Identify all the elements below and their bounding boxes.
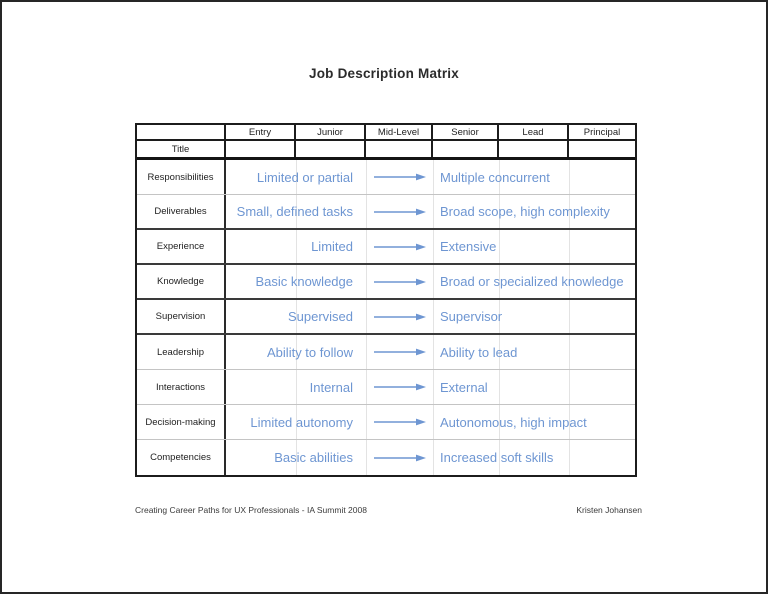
to-value: Extensive	[440, 239, 497, 254]
empty-cell	[569, 141, 635, 157]
row-label: Responsibilities	[137, 160, 226, 194]
arrow-right-icon	[366, 440, 433, 475]
table-row-knowledge: Knowledge Basic knowledge Broad or speci…	[137, 265, 635, 300]
from-value: Limited or partial	[256, 169, 353, 185]
from-value: Ability to follow	[267, 344, 353, 360]
to-value: Multiple concurrent	[440, 169, 550, 185]
arrow-right-icon	[366, 195, 433, 228]
table-row-leadership: Leadership Ability to follow Ability to …	[137, 335, 635, 370]
to-value: External	[440, 379, 488, 395]
column-separator	[366, 160, 367, 475]
from-value: Limited	[311, 239, 353, 254]
row-label: Supervision	[137, 300, 226, 333]
column-separator	[569, 160, 570, 475]
from-value: Basic knowledge	[255, 274, 353, 289]
title-row: Title	[137, 141, 635, 160]
job-description-matrix-table: Entry Junior Mid-Level Senior Lead Princ…	[135, 123, 637, 477]
table-body: Responsibilities Limited or partial Mult…	[137, 160, 635, 475]
footer: Creating Career Paths for UX Professiona…	[135, 505, 642, 515]
row-label-title: Title	[137, 141, 226, 157]
row-label: Experience	[137, 230, 226, 263]
column-header-senior: Senior	[433, 125, 499, 139]
corner-cell	[137, 125, 226, 139]
column-separator	[296, 160, 297, 475]
empty-cell	[366, 141, 433, 157]
row-label: Leadership	[137, 335, 226, 369]
column-separator	[433, 160, 434, 475]
footer-presentation-title: Creating Career Paths for UX Professiona…	[135, 505, 367, 515]
to-value: Ability to lead	[440, 344, 518, 360]
table-row-supervision: Supervision Supervised Supervisor	[137, 300, 635, 335]
to-value: Supervisor	[440, 309, 503, 324]
to-value: Increased soft skills	[440, 450, 554, 465]
from-value: Supervised	[287, 309, 353, 324]
from-value: Small, defined tasks	[236, 204, 353, 219]
empty-cell	[499, 141, 569, 157]
row-label: Competencies	[137, 440, 226, 475]
column-header-mid-level: Mid-Level	[366, 125, 433, 139]
row-label: Decision-making	[137, 405, 226, 439]
arrow-right-icon	[366, 265, 433, 298]
from-value: Limited autonomy	[250, 414, 353, 430]
arrow-right-icon	[366, 405, 433, 439]
column-header-row: Entry Junior Mid-Level Senior Lead Princ…	[137, 125, 635, 141]
from-value: Internal	[309, 379, 353, 395]
arrow-right-icon	[366, 370, 433, 404]
column-header-junior: Junior	[296, 125, 366, 139]
empty-cell	[296, 141, 366, 157]
empty-cell	[226, 141, 296, 157]
to-value: Autonomous, high impact	[440, 414, 587, 430]
from-value: Basic abilities	[274, 450, 353, 465]
table-row-interactions: Interactions Internal External	[137, 370, 635, 405]
table-row-experience: Experience Limited Extensive	[137, 230, 635, 265]
arrow-right-icon	[366, 300, 433, 333]
column-header-principal: Principal	[583, 126, 621, 138]
table-row-competencies: Competencies Basic abilities Increased s…	[137, 440, 635, 475]
arrow-right-icon	[366, 335, 433, 369]
empty-cell	[433, 141, 499, 157]
page-title: Job Description Matrix	[309, 66, 459, 81]
footer-author: Kristen Johansen	[576, 505, 642, 515]
to-value: Broad or specialized knowledge	[440, 274, 624, 289]
table-row-deliverables: Deliverables Small, defined tasks Broad …	[137, 195, 635, 230]
to-value: Broad scope, high complexity	[440, 204, 610, 219]
row-label: Deliverables	[137, 195, 226, 228]
column-header-entry: Entry	[226, 125, 296, 139]
arrow-right-icon	[366, 160, 433, 194]
row-label: Interactions	[137, 370, 226, 404]
table-row-decision-making: Decision-making Limited autonomy Autonom…	[137, 405, 635, 440]
arrow-right-icon	[366, 230, 433, 263]
column-header-lead: Lead	[499, 125, 569, 139]
column-separator	[499, 160, 500, 475]
row-label: Knowledge	[137, 265, 226, 298]
table-row-responsibilities: Responsibilities Limited or partial Mult…	[137, 160, 635, 195]
